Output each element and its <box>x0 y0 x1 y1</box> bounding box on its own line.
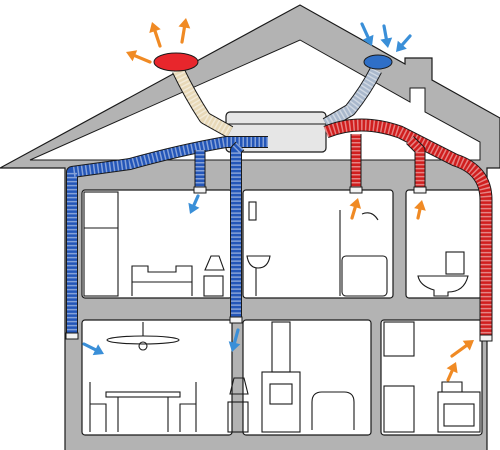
supply-vent-living <box>229 316 243 324</box>
dining-room <box>81 319 233 436</box>
exhaust-duct-toilet <box>406 136 426 188</box>
side-table-lamp <box>227 377 249 433</box>
exhaust-vent-bathroom <box>349 186 363 194</box>
ceiling-fan <box>106 322 180 351</box>
arrow-extract-toilet <box>414 200 426 220</box>
fireplace <box>261 321 301 433</box>
dining-chairs <box>89 382 197 432</box>
airflow-arrows <box>82 18 474 382</box>
bedside-lamp <box>203 255 225 297</box>
arrow-supply-bedroom <box>188 194 200 214</box>
arrow-steam-kitchen <box>446 362 458 382</box>
arrow-exhaust-out-middle <box>149 22 162 48</box>
arrow-supply-living <box>228 328 241 352</box>
exhaust-duct-main <box>323 118 493 338</box>
outdoor-exhaust-duct <box>172 67 234 138</box>
upstairs-bathroom <box>242 189 394 299</box>
outdoor-exhaust-cap <box>153 52 199 72</box>
kitchen-cabinet <box>383 321 415 433</box>
arrow-exhaust-out-right <box>178 18 191 44</box>
exhaust-vent-toilet <box>413 186 427 194</box>
bed <box>131 265 193 296</box>
outdoor-intake-cap <box>363 54 393 70</box>
supply-duct-living <box>230 141 245 318</box>
wardrobe <box>83 191 119 297</box>
exhaust-vent-kitchen <box>479 334 493 342</box>
supply-duct-main <box>66 136 268 336</box>
supply-vent-bedroom <box>193 186 207 194</box>
kitchen <box>380 319 483 436</box>
stove <box>437 381 481 433</box>
arrow-exhaust-out-left <box>126 50 152 64</box>
arrow-extract-bathroom <box>349 198 361 220</box>
outdoor-intake-duct <box>322 67 382 130</box>
furniture <box>83 191 481 433</box>
arrow-intake-in-left <box>360 22 374 46</box>
bathtub-shower <box>339 210 388 297</box>
dining-table <box>105 391 181 432</box>
ducts <box>65 67 493 342</box>
supply-vent-dining <box>65 332 79 340</box>
arrow-supply-dining <box>82 342 104 356</box>
arrow-intake-in-right <box>396 34 412 52</box>
armchair <box>311 391 355 430</box>
toilet <box>417 251 469 297</box>
arrow-intake-in-middle <box>380 24 393 48</box>
sink <box>246 201 271 296</box>
arrow-extract-kitchen <box>450 340 474 358</box>
rooms <box>81 189 483 436</box>
